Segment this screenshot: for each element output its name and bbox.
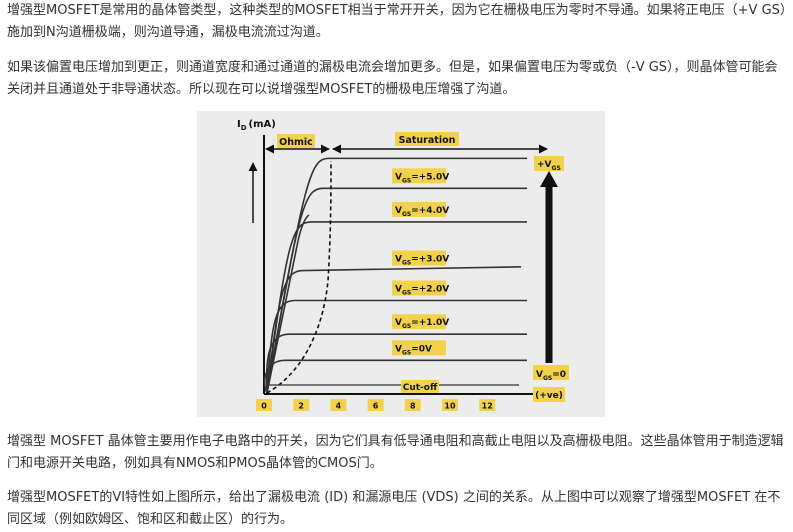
vgs-bottom-label-box	[533, 365, 569, 380]
x-tick-box-5	[442, 399, 458, 411]
vgs-label-2: VGS=+3.0V	[395, 255, 449, 267]
id-vds-curves	[263, 157, 527, 394]
bias-paragraph: 如果该偏置电压增加到更正，则通道宽度和通过通道的漏极电流会增加更多。但是，如果偏…	[7, 60, 778, 97]
vgs-top-label: +VGS	[537, 160, 561, 172]
curve-vgs-5	[263, 359, 527, 394]
x-tick-label-1: 2	[298, 402, 304, 411]
curve-vgs-0	[266, 187, 527, 394]
x-tick-box-4	[404, 399, 421, 411]
curve-vgs-4	[265, 333, 527, 394]
curve-top	[266, 157, 527, 394]
x-unit-label-box	[533, 387, 565, 402]
cutoff-label: Cut-off	[403, 383, 438, 393]
vgs-label-1: VGS=+4.0V	[395, 206, 449, 218]
x-tick-box-0	[256, 399, 272, 411]
x-unit-label: (+ve)	[535, 391, 563, 401]
x-tick-labels: 0 2 4 6 8 10 12	[256, 399, 496, 411]
y-axis-label: ID(mA)	[237, 119, 276, 132]
cutoff-label-box	[401, 380, 439, 393]
x-tick-box-3	[367, 399, 384, 411]
ohmic-boundary-dashed	[266, 160, 332, 394]
vgs-label-5: VGS=0V	[395, 344, 432, 356]
curve-vgs-1	[266, 221, 527, 394]
x-tick-box-6	[479, 399, 496, 411]
vgs-label-box-5	[392, 340, 446, 356]
applications-paragraph: 增强型 MOSFET 晶体管主要用作电子电路中的开关，因为它们具有低导通电阻和高…	[7, 434, 784, 471]
saturation-label-box	[395, 132, 459, 146]
ohmic-label: Ohmic	[279, 137, 313, 148]
vgs-increase-arrowhead	[540, 171, 558, 187]
vi-characteristics-paragraph: 增强型MOSFET的VI特性如上图所示，给出了漏极电流 (ID) 和漏源电压 (…	[7, 490, 781, 527]
saturation-label: Saturation	[399, 135, 456, 146]
vgs-label-4: VGS=+1.0V	[395, 318, 449, 330]
vgs-label-0: VGS=+5.0V	[395, 172, 449, 184]
x-tick-label-5: 10	[444, 402, 456, 411]
x-tick-label-4: 8	[410, 402, 416, 411]
curve-vgs-2	[266, 266, 522, 394]
vgs-bottom-label: VGS=0	[536, 370, 566, 382]
vgs-label-3: VGS=+2.0V	[395, 285, 449, 297]
ohmic-label-box	[277, 134, 315, 148]
x-tick-label-0: 0	[261, 402, 267, 411]
vgs-label-box-3	[392, 280, 446, 296]
x-tick-box-1	[293, 399, 310, 411]
x-tick-box-2	[330, 399, 347, 411]
vgs-label-box-1	[392, 201, 446, 217]
ohmic-linear-curve	[266, 214, 310, 394]
intro-paragraph: 增强型MOSFET是常用的晶体管类型，这种类型的MOSFET相当于常开开关，因为…	[7, 3, 787, 40]
vgs-label-box-0	[392, 168, 446, 184]
x-tick-label-6: 12	[482, 402, 493, 411]
x-tick-label-2: 4	[336, 402, 342, 411]
mosfet-vi-characteristics-chart: ID(mA) Ohmic Saturation VGS=+5.0V VGS=+4.…	[197, 111, 605, 417]
vgs-label-box-2	[392, 250, 446, 266]
vgs-label-group: VGS=+5.0V VGS=+4.0V VGS=+3.0V VGS=+2.0V VGS=…	[392, 168, 449, 356]
vgs-label-box-4	[392, 314, 446, 330]
vgs-top-label-box	[534, 156, 564, 171]
x-tick-label-3: 6	[373, 402, 379, 411]
